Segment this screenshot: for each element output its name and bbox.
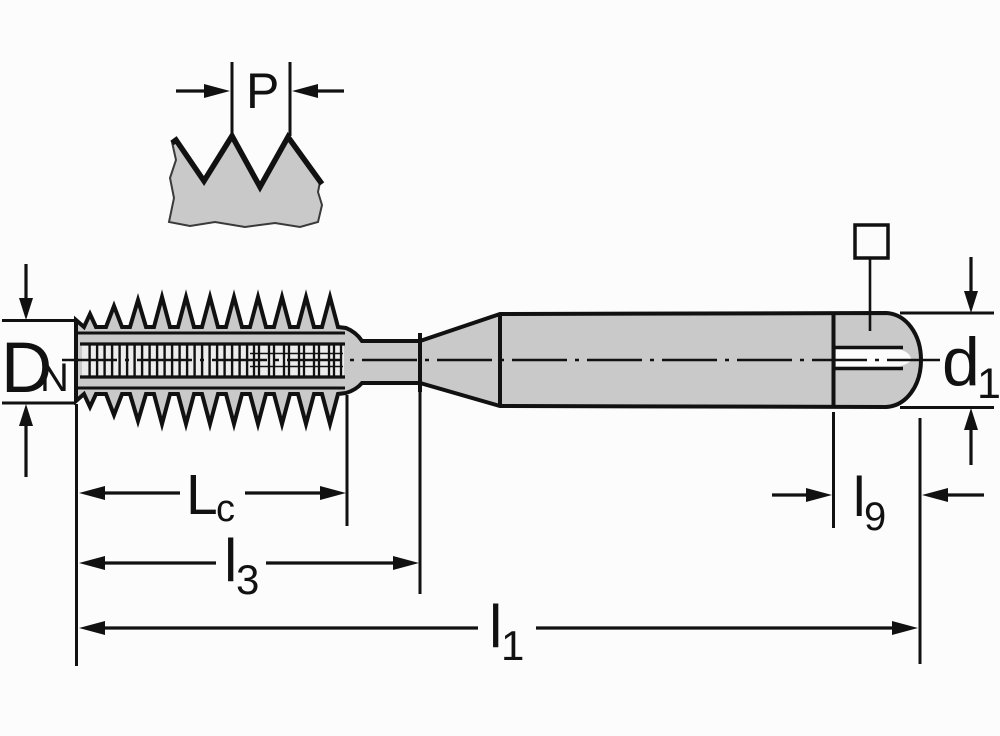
lc-arrowhead-right (320, 486, 346, 500)
flute-mid-lines (250, 352, 343, 368)
l3-label-subscript: 3 (236, 556, 259, 603)
dimension-length-to-neck: l 3 (79, 392, 422, 603)
l9-label-subscript: 9 (864, 495, 886, 539)
dn-extension-lines (2, 319, 76, 405)
tap-body (62, 289, 940, 432)
l3-arrowhead-right (393, 556, 419, 570)
dn-arrowhead-bottom (19, 404, 33, 426)
l1-label-subscript: 1 (501, 622, 524, 669)
dimension-nominal-diameter: D N (1, 264, 76, 477)
lc-arrowhead-left (79, 486, 105, 500)
square-flat-lines (833, 345, 903, 371)
pitch-label: P (246, 63, 279, 119)
square-drive-symbol (853, 223, 890, 260)
lc-label-subscript: c (216, 488, 235, 530)
l1-arrowhead-left (79, 621, 105, 635)
square-drive-end (831, 313, 911, 407)
d1-label: d (942, 324, 980, 400)
dimension-overall-length: l 1 (75, 404, 922, 669)
thread-root-lines (78, 331, 345, 390)
l9-arrowhead-left (806, 488, 832, 502)
square-flat-cut (836, 349, 911, 367)
l3-label: l (224, 527, 237, 594)
pitch-extension-lines (230, 62, 292, 136)
pitch-arrowhead-left (204, 84, 230, 98)
l1-label: l (489, 593, 502, 660)
dimension-shank-diameter: d 1 (900, 257, 1000, 465)
flute-boundary-lines (80, 342, 345, 379)
d1-arrowhead-bottom (964, 408, 978, 430)
dn-label: D (1, 329, 52, 408)
l3-arrowhead-left (79, 556, 105, 570)
d1-arrowhead-top (964, 291, 978, 313)
l9-arrowhead-right (922, 488, 948, 502)
dimension-thread-length: L c (79, 395, 349, 530)
square-drive-callout (853, 223, 890, 331)
d1-extension-lines (900, 311, 994, 409)
dimension-square-length: l 9 (772, 412, 984, 539)
pitch-arrowhead-right (292, 84, 318, 98)
dn-label-subscript: N (40, 356, 69, 400)
thread-profile-detail: P (167, 62, 344, 229)
l9-label: l (853, 465, 865, 528)
lc-label: L (186, 463, 218, 527)
dn-arrowhead-top (19, 298, 33, 320)
l1-arrowhead-right (892, 621, 918, 635)
d1-label-subscript: 1 (977, 360, 1000, 408)
